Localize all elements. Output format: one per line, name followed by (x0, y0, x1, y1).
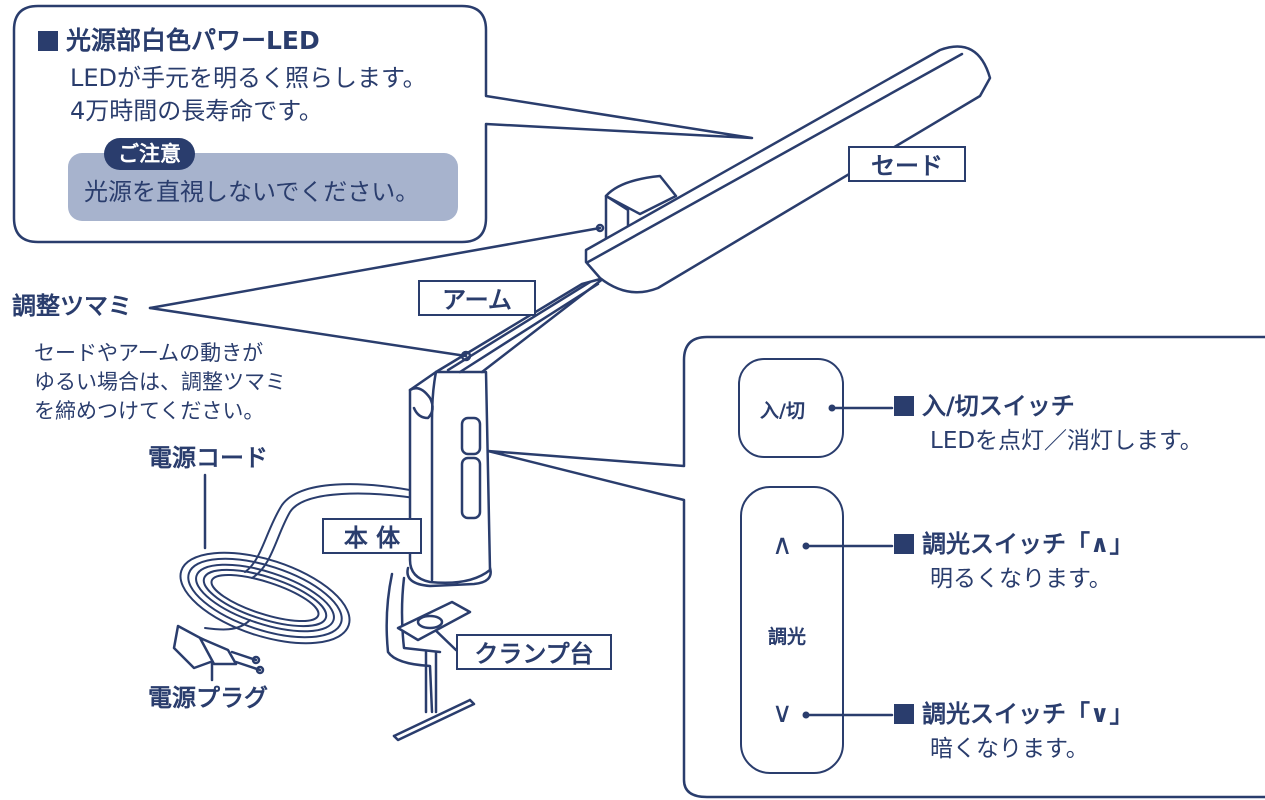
dimmer-switch[interactable] (740, 486, 844, 774)
caution-label: ご注意 (104, 138, 195, 170)
knob-leader-upper (148, 226, 602, 310)
dim-down-title: 調光スイッチ「∨」 (894, 700, 1134, 729)
dimmer-label: 調光 (768, 626, 807, 648)
dim-up-title: 調光スイッチ「∧」 (894, 530, 1134, 559)
cord-label: 電源コード (148, 444, 268, 472)
lamp-body (406, 350, 492, 588)
light-source-line2: 4万時間の長寿命です。 (70, 97, 323, 125)
plug-label: 電源プラグ (148, 684, 268, 712)
bullet-square-icon (38, 31, 58, 51)
arm-label: アーム (418, 280, 536, 316)
shade-label: セード (848, 146, 966, 182)
knob-title: 調整ツマミ (12, 292, 132, 320)
knob-line1: セードやアームの動きが (34, 341, 264, 365)
power-switch-desc: LEDを点灯／消灯します。 (930, 428, 1203, 454)
light-source-line1: LEDが手元を明るく照らします。 (70, 64, 427, 92)
lamp-arm (434, 276, 606, 374)
power-switch-title: 入/切スイッチ (894, 392, 1075, 421)
dim-up-desc: 明るくなります。 (930, 566, 1112, 592)
light-source-title: 光源部白色パワーLED (38, 26, 320, 56)
dim-down-symbol: ∨ (772, 696, 793, 729)
power-cord-coil (179, 483, 429, 645)
bullet-square-icon (894, 534, 914, 554)
lamp-shade (584, 45, 992, 294)
power-switch[interactable] (738, 358, 844, 458)
knob-line3: を締めつけてください。 (34, 399, 265, 423)
clamp-base (385, 572, 476, 742)
dim-up-symbol: ∧ (772, 528, 793, 561)
dim-down-desc: 暗くなります。 (930, 736, 1089, 762)
knob-line2: ゆるい場合は、調整ツマミ (34, 370, 286, 394)
clamp-label: クランプ台 (456, 634, 612, 670)
caution-text: 光源を直視しないでください。 (84, 178, 420, 206)
bullet-square-icon (894, 704, 914, 724)
light-callout-bubble (12, 4, 754, 244)
power-plug (172, 624, 265, 675)
switch-panel-outline (486, 335, 1265, 799)
power-switch-label: 入/切 (760, 400, 805, 422)
body-label: 本 体 (322, 518, 422, 554)
bullet-square-icon (894, 396, 914, 416)
knob-leader-lower (148, 306, 468, 358)
